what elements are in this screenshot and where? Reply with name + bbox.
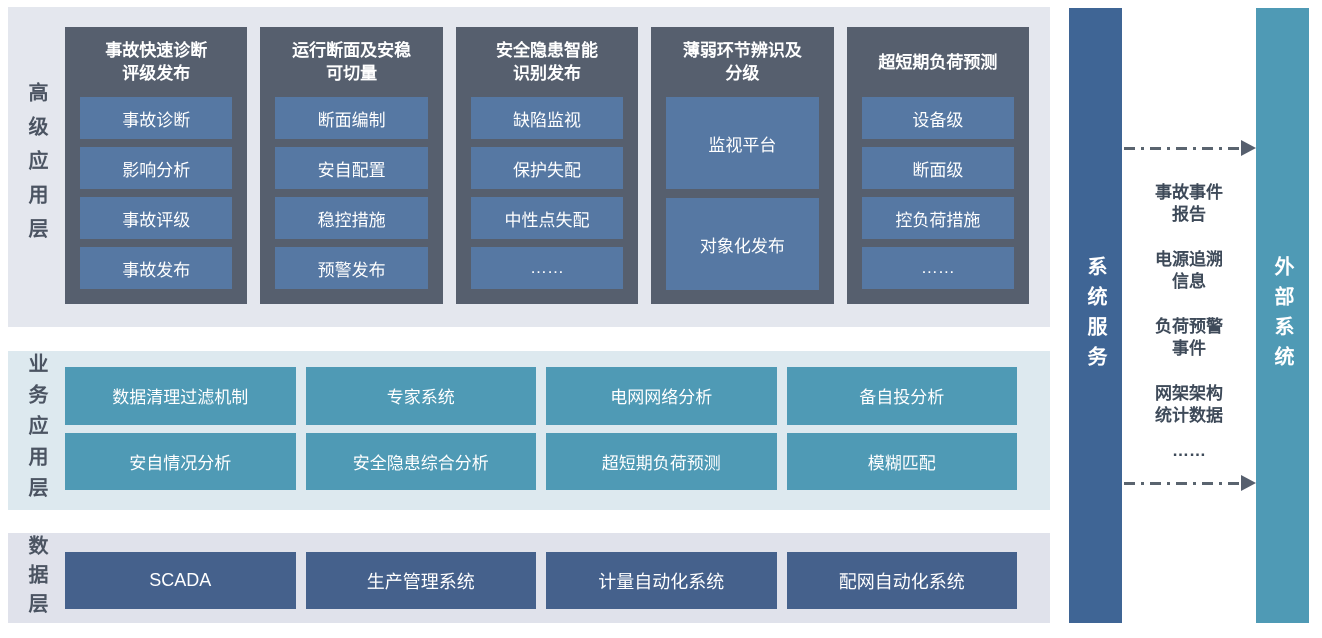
arrowhead-right-icon [1241, 140, 1256, 156]
module-item: …… [470, 247, 624, 289]
module-accident-diagnosis: 事故快速诊断 评级发布 事故诊断 影响分析 事故评级 事故发布 [65, 27, 248, 304]
flow-item: 电源追溯 信息 [1155, 250, 1223, 291]
flow-arrow-top-icon [1122, 140, 1256, 156]
layer-label-data: 数据层 [25, 534, 47, 622]
module-item: 事故诊断 [80, 97, 233, 139]
service-flow-area: 事故事件 报告 电源追溯 信息 负荷预警 事件 网架架构 统计数据 …… [1122, 0, 1256, 638]
data-source-box: SCADA [65, 552, 296, 609]
module-title: 超短期负荷预测 [878, 52, 998, 72]
flow-item-ellipsis: …… [1172, 441, 1206, 460]
business-box: 超短期负荷预测 [546, 432, 777, 490]
module-item: 监视平台 [666, 97, 819, 189]
module-hidden-danger: 安全隐患智能 识别发布 缺陷监视 保护失配 中性点失配 …… [455, 27, 639, 304]
business-box: 电网网络分析 [546, 367, 777, 425]
business-box: 安自情况分析 [65, 432, 296, 490]
module-item: …… [861, 247, 1015, 289]
module-title: 安全隐患智能 识别发布 [496, 41, 599, 83]
dash-dot-line [1124, 147, 1241, 150]
system-service-label: 系统服务 [1084, 255, 1106, 376]
business-box: 数据清理过滤机制 [65, 367, 296, 425]
module-operation-section: 运行断面及安稳 可切量 断面编制 安自配置 稳控措施 预警发布 [260, 27, 443, 304]
external-system-label: 外部系统 [1271, 255, 1293, 376]
module-item: 安自配置 [275, 147, 428, 189]
module-title: 薄弱环节辨识及 分级 [682, 41, 802, 83]
data-source-box: 计量自动化系统 [546, 552, 777, 609]
module-weak-link: 薄弱环节辨识及 分级 监视平台 对象化发布 [651, 27, 834, 304]
dash-dot-line [1124, 482, 1241, 485]
business-box: 专家系统 [305, 367, 536, 425]
module-item: 断面编制 [275, 97, 428, 139]
flow-item-list: 事故事件 报告 电源追溯 信息 负荷预警 事件 网架架构 统计数据 …… [1122, 182, 1256, 462]
data-source-box: 生产管理系统 [305, 552, 536, 609]
external-system-bar: 外部系统 [1256, 8, 1309, 623]
layer-label-advanced: 高级应用层 [25, 82, 47, 252]
data-source-box: 配网自动化系统 [786, 552, 1017, 609]
flow-item: 负荷预警 事件 [1155, 317, 1223, 358]
business-grid: 数据清理过滤机制 专家系统 电网网络分析 备自投分析 安自情况分析 安全隐患综合… [65, 367, 1017, 490]
module-item: 事故评级 [80, 197, 233, 239]
data-grid: SCADA 生产管理系统 计量自动化系统 配网自动化系统 [65, 552, 1017, 609]
advanced-columns: 事故快速诊断 评级发布 事故诊断 影响分析 事故评级 事故发布 运行断面及安稳 … [65, 27, 1030, 304]
business-box: 安全隐患综合分析 [305, 432, 536, 490]
module-item: 稳控措施 [275, 197, 428, 239]
layer-advanced-applications: 高级应用层 事故快速诊断 评级发布 事故诊断 影响分析 事故评级 事故发布 运行… [8, 7, 1050, 327]
arrowhead-right-icon [1241, 475, 1256, 491]
system-service-bar: 系统服务 [1069, 8, 1122, 623]
module-title: 事故快速诊断 评级发布 [105, 41, 208, 83]
module-item: 中性点失配 [470, 197, 624, 239]
layer-label-business: 业务应用层 [25, 353, 47, 508]
flow-item: 网架架构 统计数据 [1155, 384, 1223, 425]
module-item: 对象化发布 [666, 198, 819, 290]
flow-item: 事故事件 报告 [1155, 183, 1223, 224]
module-item: 预警发布 [275, 247, 428, 289]
flow-arrow-bottom-icon [1122, 475, 1256, 491]
layer-data: 数据层 SCADA 生产管理系统 计量自动化系统 配网自动化系统 [8, 533, 1050, 623]
module-item: 保护失配 [470, 147, 624, 189]
module-item: 断面级 [861, 147, 1015, 189]
business-box: 模糊匹配 [786, 432, 1017, 490]
module-item: 控负荷措施 [861, 197, 1015, 239]
module-item: 事故发布 [80, 247, 233, 289]
module-item: 缺陷监视 [470, 97, 624, 139]
business-box: 备自投分析 [786, 367, 1017, 425]
module-item: 影响分析 [80, 147, 233, 189]
layer-business-applications: 业务应用层 数据清理过滤机制 专家系统 电网网络分析 备自投分析 安自情况分析 … [8, 351, 1050, 510]
module-load-forecast: 超短期负荷预测 设备级 断面级 控负荷措施 …… [846, 27, 1030, 304]
module-item: 设备级 [861, 97, 1015, 139]
module-title: 运行断面及安稳 可切量 [292, 41, 412, 83]
